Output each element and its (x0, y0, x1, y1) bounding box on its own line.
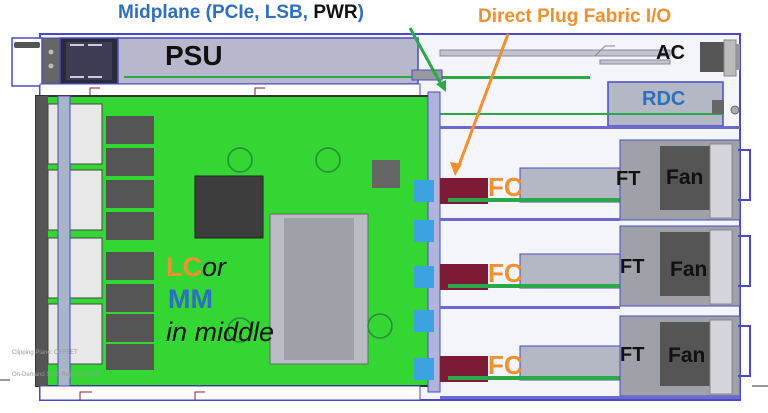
cyan-connector-1 (414, 180, 434, 202)
ft-label-2: FT (620, 256, 645, 278)
vertical-bracket (57, 95, 71, 387)
cpu-heatsink (194, 175, 264, 239)
top-rail (39, 83, 421, 97)
fine-print-2: On-Demand Sync Rep:CHASSIS (12, 372, 101, 378)
fc-label-1: FC (488, 172, 523, 202)
line-card-board (35, 95, 437, 387)
mm-label: MM (168, 284, 213, 314)
fabric-io-arrow (456, 33, 510, 169)
chip (372, 160, 400, 188)
midplane-title-text: Midplane (PCIe, LSB, (118, 2, 314, 23)
midplane-title-suffix: ) (357, 2, 364, 23)
lc-or-label: LCor (166, 252, 226, 283)
psu-label: PSU (165, 40, 223, 71)
psu-handle (14, 42, 40, 48)
cyan-connector-2 (414, 266, 434, 288)
rdc-module (607, 81, 724, 127)
fabric-card-2 (440, 225, 751, 307)
in-middle-label: in middle (166, 317, 275, 347)
cyan-connector-3 (414, 358, 434, 380)
fine-print-1: Clipping Plane: OFFSET (12, 350, 78, 356)
fan-label-3: Fan (668, 344, 706, 367)
optic-heatsinks (106, 116, 154, 370)
ac-cable (439, 49, 671, 57)
rdc-label: RDC (642, 88, 686, 110)
fabric-card-3 (440, 315, 751, 397)
port-cage-3 (47, 237, 103, 299)
port-cage-4 (47, 303, 103, 365)
ac-label: AC (656, 42, 685, 64)
port-cage-2 (47, 169, 103, 231)
fc-label-2: FC (488, 258, 523, 288)
midplane-title: Midplane (PCIe, LSB, PWR) (118, 2, 364, 24)
port-cage-1 (47, 103, 103, 165)
midplane-arrow (408, 27, 444, 87)
fan-label-2: Fan (670, 258, 708, 281)
direct-plug-title: Direct Plug Fabric I/O (478, 6, 672, 27)
midplane-title-pwr: PWR (313, 2, 358, 23)
fc-label-3: FC (488, 350, 523, 380)
ac-inlet (700, 42, 724, 72)
fan-label-1: Fan (666, 166, 704, 189)
fabric-card-1 (440, 139, 751, 221)
ft-label-3: FT (620, 344, 645, 366)
or-label: or (202, 252, 227, 282)
lc-label: LC (166, 252, 202, 282)
psu-latch (41, 37, 61, 85)
ft-label-1: FT (616, 168, 641, 190)
bottom-rail (39, 385, 421, 401)
